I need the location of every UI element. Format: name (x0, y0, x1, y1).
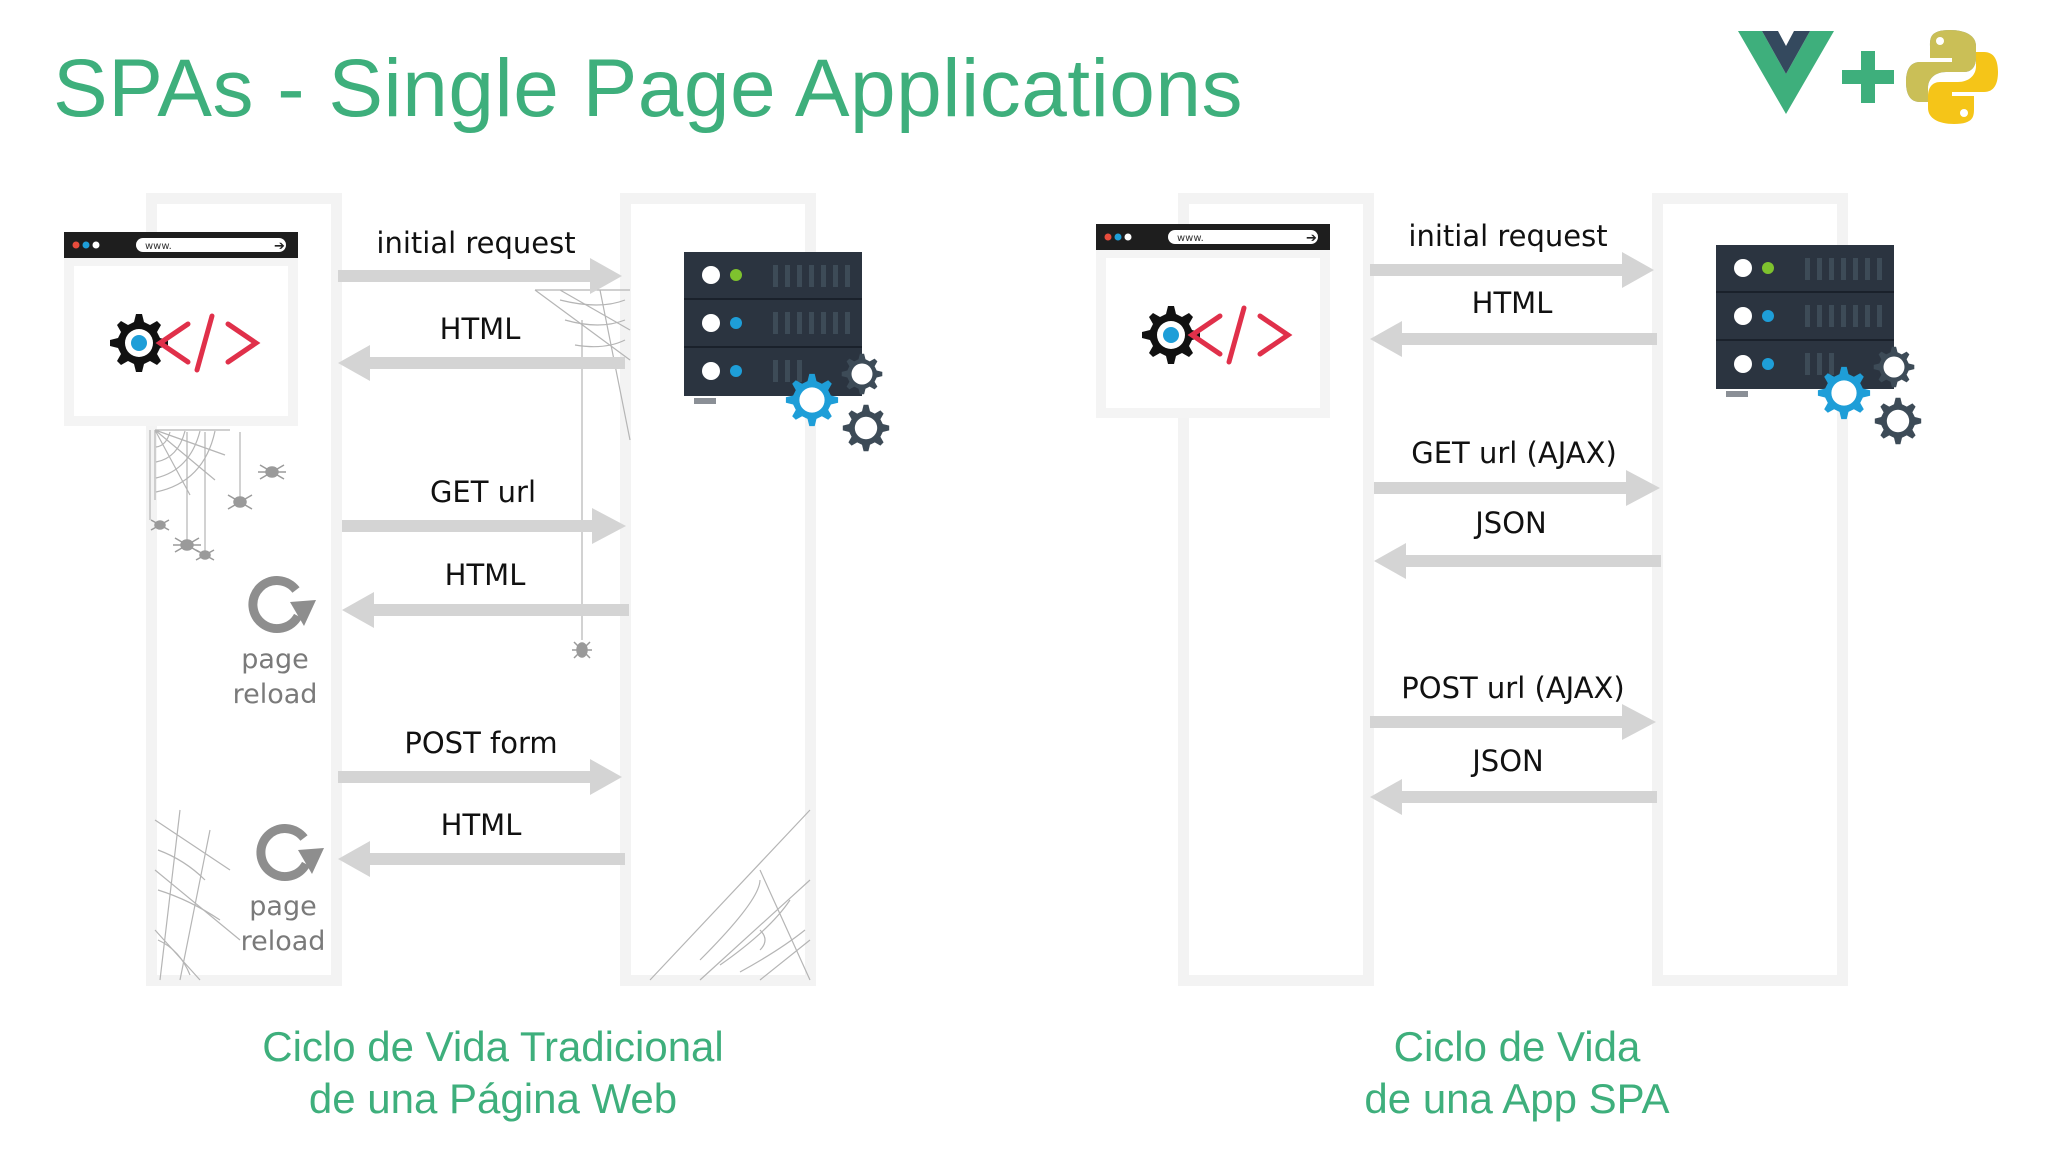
message-label: HTML (439, 312, 521, 346)
message-label: POST url (AJAX) (1401, 671, 1625, 705)
page-reload-icon (248, 576, 316, 633)
message-label: POST form (404, 726, 558, 760)
message-arrow-post-url-ajax (1370, 704, 1656, 740)
message-arrow-html-response (338, 345, 625, 381)
page-reload-label: page reload (232, 644, 318, 710)
message-label: JSON (1475, 506, 1547, 540)
spa-caption: Ciclo de Vida de una App SPA (1364, 1023, 1670, 1122)
message-arrow-json-response (1370, 779, 1657, 815)
vue-logo (1738, 31, 1834, 114)
gears-icon (1817, 346, 1922, 445)
gears-icon (785, 353, 890, 452)
python-logo (1906, 30, 1998, 124)
message-label: HTML (444, 558, 526, 592)
settings-gear-icon (1142, 306, 1200, 364)
message-arrow-get-url (342, 508, 626, 544)
message-label: JSON (1472, 744, 1544, 778)
page-reload-icon (256, 824, 324, 881)
message-label: GET url (429, 475, 537, 509)
message-arrow-initial-request (1370, 252, 1654, 288)
page-reload-label: page reload (240, 891, 326, 957)
plus-icon (1842, 51, 1894, 103)
message-arrow-get-url-ajax (1374, 470, 1660, 506)
message-arrow-html-response (338, 841, 625, 877)
browser-window: www. ➔ (1096, 224, 1330, 418)
cobweb-decoration (149, 289, 811, 981)
message-label: initial request (376, 226, 576, 260)
message-arrow-html-response (1370, 321, 1657, 357)
message-label: GET url (AJAX) (1411, 436, 1617, 470)
message-arrow-html-response (342, 592, 629, 628)
settings-gear-icon (110, 314, 168, 372)
message-label: initial request (1408, 219, 1608, 253)
code-tag-icon (1187, 305, 1293, 365)
message-arrow-post-form (338, 759, 622, 795)
message-label: HTML (440, 808, 522, 842)
spider-icon (150, 464, 592, 659)
server-rack-icon (684, 252, 862, 404)
slide-title: SPAs - Single Page Applications (53, 43, 1244, 134)
message-arrow-initial-request (338, 258, 622, 294)
svg-text:➔: ➔ (1306, 231, 1317, 246)
logo-group (1738, 26, 2028, 126)
message-arrow-json-response (1374, 543, 1661, 579)
code-tag-icon (155, 313, 261, 373)
browser-window: www. ➔ (64, 232, 298, 426)
browser-url: www. (1177, 233, 1204, 244)
traditional-caption: Ciclo de Vida Tradicional de una Página … (262, 1023, 724, 1122)
server-rack-icon (1716, 245, 1894, 397)
message-label: HTML (1471, 286, 1553, 320)
svg-text:➔: ➔ (274, 239, 285, 254)
browser-url: www. (145, 241, 172, 252)
